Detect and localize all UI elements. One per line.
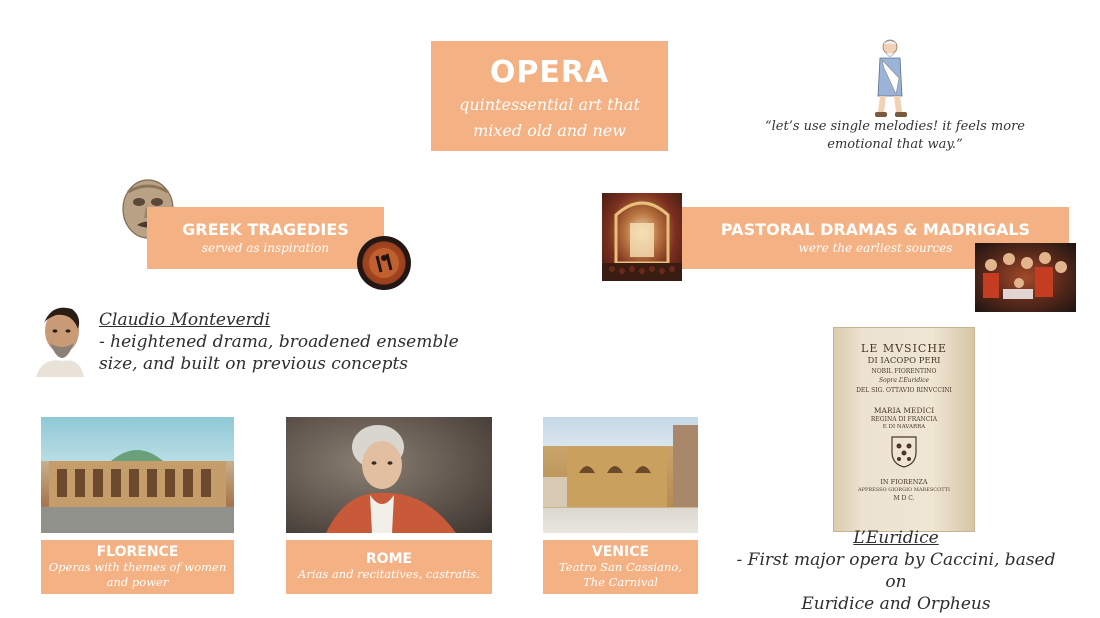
- book-line: MARIA MEDICI: [873, 406, 935, 415]
- crest-icon: [889, 434, 919, 468]
- book-line: E DI NAVARRA: [882, 424, 926, 430]
- book-line: Sopra L’Euridice: [878, 377, 930, 384]
- euridice-text: L’Euridice - First major opera by Caccin…: [726, 527, 1066, 615]
- philosopher-figure-image: [866, 38, 912, 120]
- rome-heading: ROME: [365, 551, 413, 567]
- venice-line2: The Carnival: [583, 575, 658, 589]
- book-line: M D C.: [893, 495, 915, 502]
- venice-box: VENICE Teatro San Cassiano, The Carnival: [543, 540, 698, 594]
- venice-theater-photo: [543, 417, 698, 533]
- florence-heading: FLORENCE: [96, 544, 179, 560]
- greek-tragedies-box: GREEK TRAGEDIES served as inspiration: [147, 207, 384, 269]
- title-subtitle-line2: mixed old and new: [473, 121, 626, 140]
- florence-box: FLORENCE Operas with themes of women and…: [41, 540, 234, 594]
- title-box: OPERA quintessential art that mixed old …: [431, 41, 668, 151]
- page-title: OPERA: [489, 55, 610, 90]
- quote-line2: emotional that way.”: [827, 137, 963, 152]
- book-line: IN FIORENZA: [880, 478, 928, 486]
- greek-subtitle: served as inspiration: [201, 241, 330, 255]
- book-line: APPRESSO GIORGIO MARESCOTTI: [858, 487, 950, 493]
- florence-line1: Operas with themes of women: [48, 560, 227, 574]
- book-line: REGINA DI FRANCIA: [870, 416, 938, 423]
- florence-opera-house-photo: [41, 417, 234, 533]
- theater-painting-image: [602, 193, 682, 281]
- greek-vase-image: [357, 236, 411, 290]
- title-subtitle-line1: quintessential art that: [459, 95, 640, 114]
- pastoral-subtitle: were the earliest sources: [798, 241, 953, 255]
- monteverdi-line1: - heightened drama, broadened ensemble: [99, 332, 459, 352]
- quote-line1: “let’s use single melodies! it feels mor…: [765, 119, 1025, 134]
- venice-line1: Teatro San Cassiano,: [559, 560, 682, 574]
- monteverdi-portrait-image: [32, 303, 84, 377]
- rome-portrait-photo: [286, 417, 492, 533]
- euridice-book-image: LE MVSICHE DI IACOPO PERI NOBIL FIORENTI…: [833, 327, 975, 532]
- euridice-line2: Euridice and Orpheus: [801, 594, 991, 614]
- monteverdi-name: Claudio Monteverdi: [99, 310, 271, 330]
- florence-line2: and power: [106, 575, 169, 589]
- venice-heading: VENICE: [591, 544, 650, 560]
- pastoral-heading: PASTORAL DRAMAS & MADRIGALS: [720, 220, 1031, 239]
- book-line: LE MVSICHE: [861, 342, 947, 355]
- madrigal-painting-image: [975, 243, 1076, 312]
- greek-heading: GREEK TRAGEDIES: [182, 220, 349, 239]
- rome-line1: Arias and recitatives, castratis.: [298, 567, 480, 581]
- euridice-line1: - First major opera by Caccini, based on: [736, 550, 1056, 592]
- euridice-name: L’Euridice: [853, 528, 939, 548]
- monteverdi-line2: size, and built on previous concepts: [99, 354, 409, 374]
- book-line: DI IACOPO PERI: [867, 356, 941, 366]
- book-line: NOBIL FIORENTINO: [871, 368, 937, 375]
- book-line: DEL SIG. OTTAVIO RINVCCINI: [856, 387, 952, 394]
- rome-box: ROME Arias and recitatives, castratis.: [286, 540, 492, 594]
- monteverdi-text: Claudio Monteverdi - heightened drama, b…: [99, 309, 459, 375]
- quote-text: “let’s use single melodies! it feels mor…: [760, 118, 1030, 154]
